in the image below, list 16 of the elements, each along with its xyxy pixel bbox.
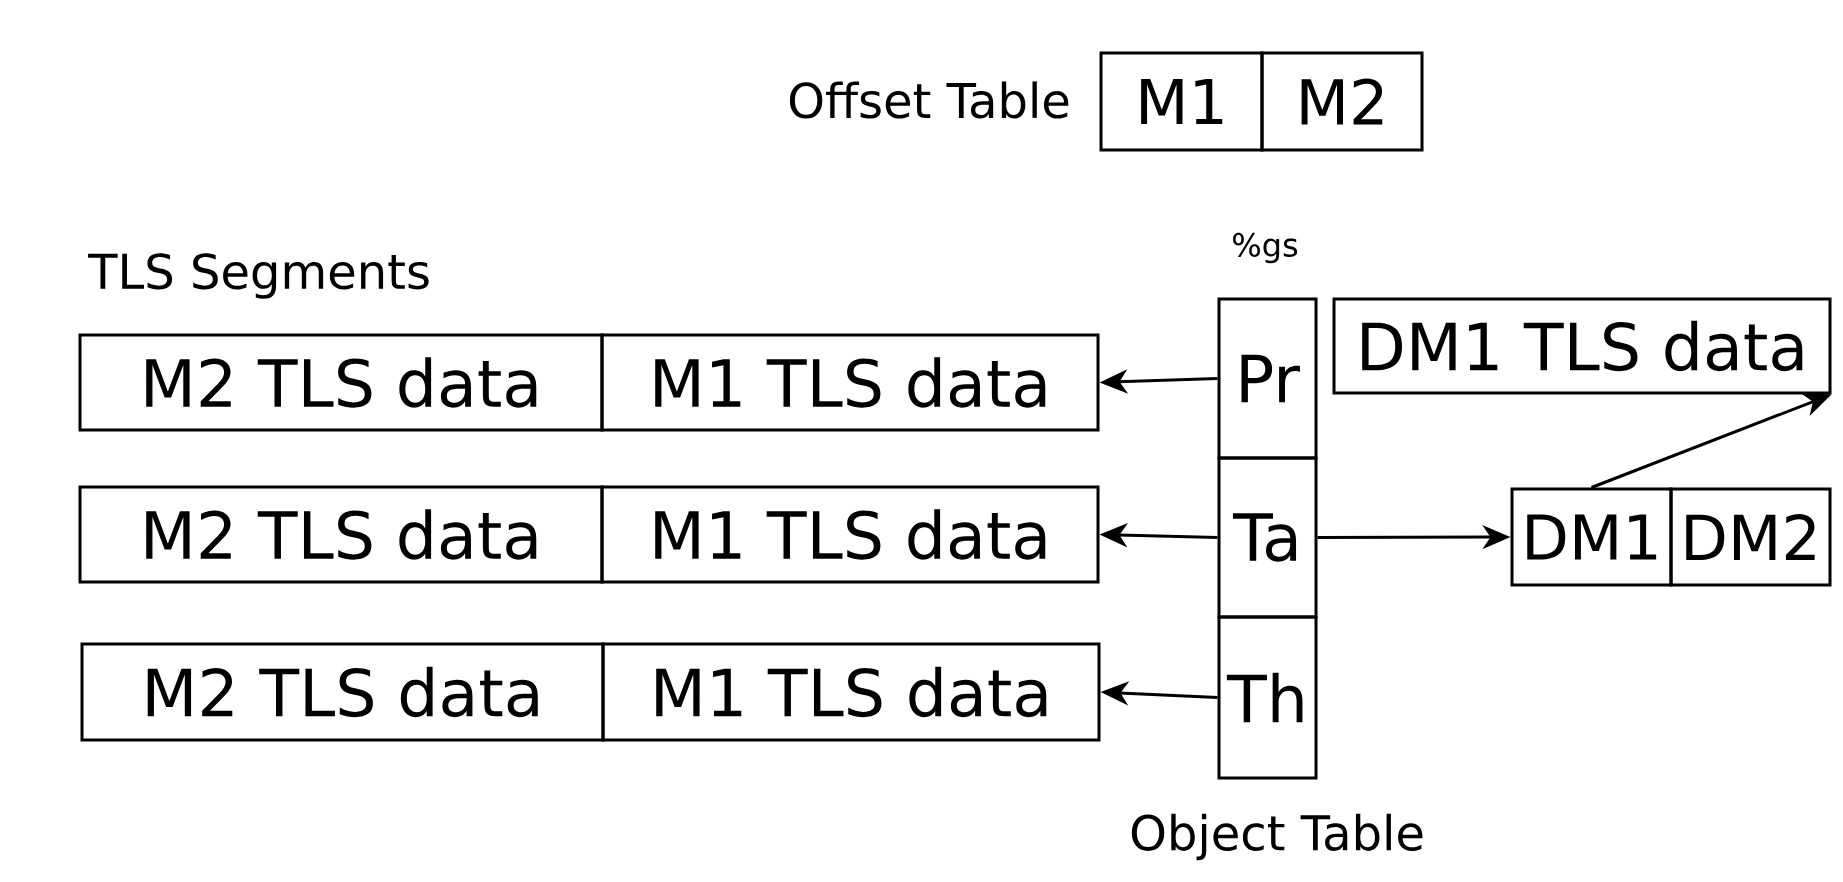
register-label: %gs (1233, 232, 1298, 264)
table-cell: DM1 (1510, 487, 1673, 587)
table-cell: Ta (1217, 456, 1318, 619)
table-cell: M1 TLS data (600, 333, 1100, 432)
table-cell: M2 TLS data (80, 642, 605, 742)
data-box: DM1 TLS data (1332, 297, 1832, 395)
table-cell: M1 TLS data (601, 642, 1101, 742)
table-cell: Pr (1217, 297, 1318, 460)
table-cell: M1 TLS data (600, 485, 1100, 584)
table-cell: M2 TLS data (78, 333, 604, 432)
table-cell: Th (1217, 615, 1318, 780)
table-cell: DM2 (1669, 487, 1832, 587)
table-cell: M1 (1099, 51, 1264, 152)
table-label: Object Table (1131, 813, 1423, 861)
table-cell: M2 TLS data (78, 485, 604, 584)
table-cell: M2 (1260, 51, 1424, 152)
